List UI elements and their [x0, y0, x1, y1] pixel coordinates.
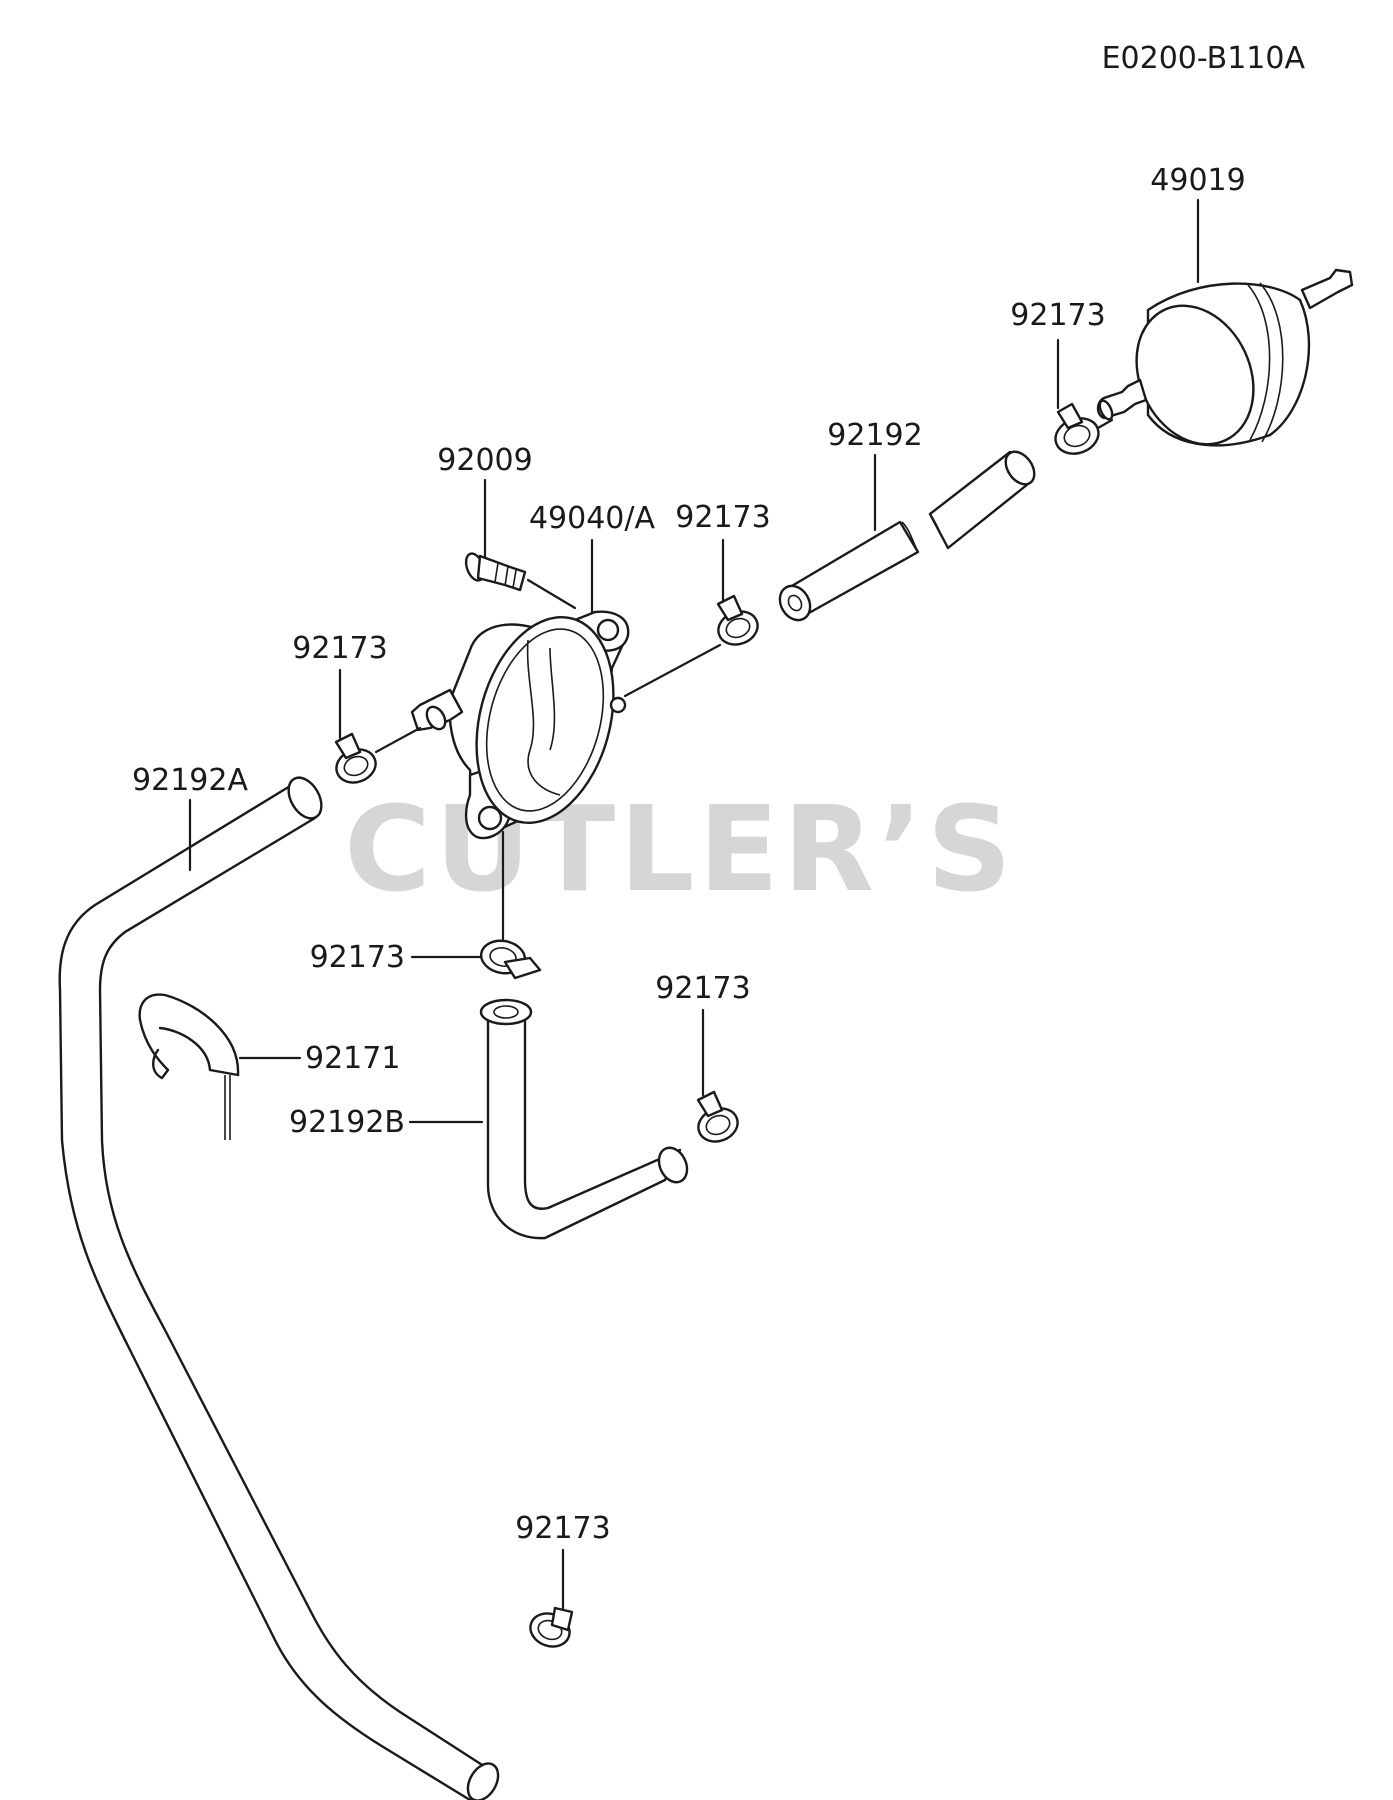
clamp-92173-hose-b[interactable]: [694, 1090, 743, 1147]
leader-filter-connect: [1096, 418, 1114, 430]
diagram-code: E0200-B110A: [1102, 41, 1306, 76]
hose-92192b[interactable]: [479, 998, 692, 1240]
hose-92192a[interactable]: [58, 772, 505, 1800]
part-label-49019[interactable]: 49019: [1150, 163, 1245, 198]
fuel-filter-49019[interactable]: [1096, 268, 1354, 463]
part-label-92173-hose-b[interactable]: 92173: [655, 971, 750, 1006]
screw-92009[interactable]: [463, 551, 527, 592]
hose-clip-92171[interactable]: [138, 993, 240, 1140]
clamp-92173-below-pump[interactable]: [479, 937, 542, 980]
clamp-92173-bottom[interactable]: [526, 1606, 575, 1652]
watermark-logo: CUTLER’S: [344, 780, 1015, 918]
clamp-92173-pump-right[interactable]: [714, 594, 763, 650]
fuel-pump-49040[interactable]: [410, 602, 635, 840]
part-label-92173-bottom[interactable]: 92173: [515, 1511, 610, 1546]
hose-92192[interactable]: [774, 446, 1040, 625]
part-label-92173-pump-right[interactable]: 92173: [675, 500, 770, 535]
clamp-92173-pump-left[interactable]: [332, 732, 381, 788]
part-label-92192a[interactable]: 92192A: [132, 763, 248, 798]
part-label-92192b[interactable]: 92192B: [289, 1105, 405, 1140]
leader-pump-left-connect: [374, 726, 422, 754]
part-label-92171[interactable]: 92171: [305, 1041, 400, 1076]
part-label-92173-pump-left[interactable]: 92173: [292, 631, 387, 666]
part-label-49040[interactable]: 49040/A: [529, 501, 656, 536]
part-label-92192[interactable]: 92192: [827, 418, 922, 453]
part-label-92009[interactable]: 92009: [437, 443, 532, 478]
leader-screw-connect: [526, 578, 577, 610]
part-label-92173-below-pump[interactable]: 92173: [310, 940, 405, 975]
clamp-92173-filter[interactable]: [1051, 402, 1104, 459]
leader-pump-right-connect: [623, 643, 722, 698]
part-label-92173-filter[interactable]: 92173: [1010, 298, 1105, 333]
